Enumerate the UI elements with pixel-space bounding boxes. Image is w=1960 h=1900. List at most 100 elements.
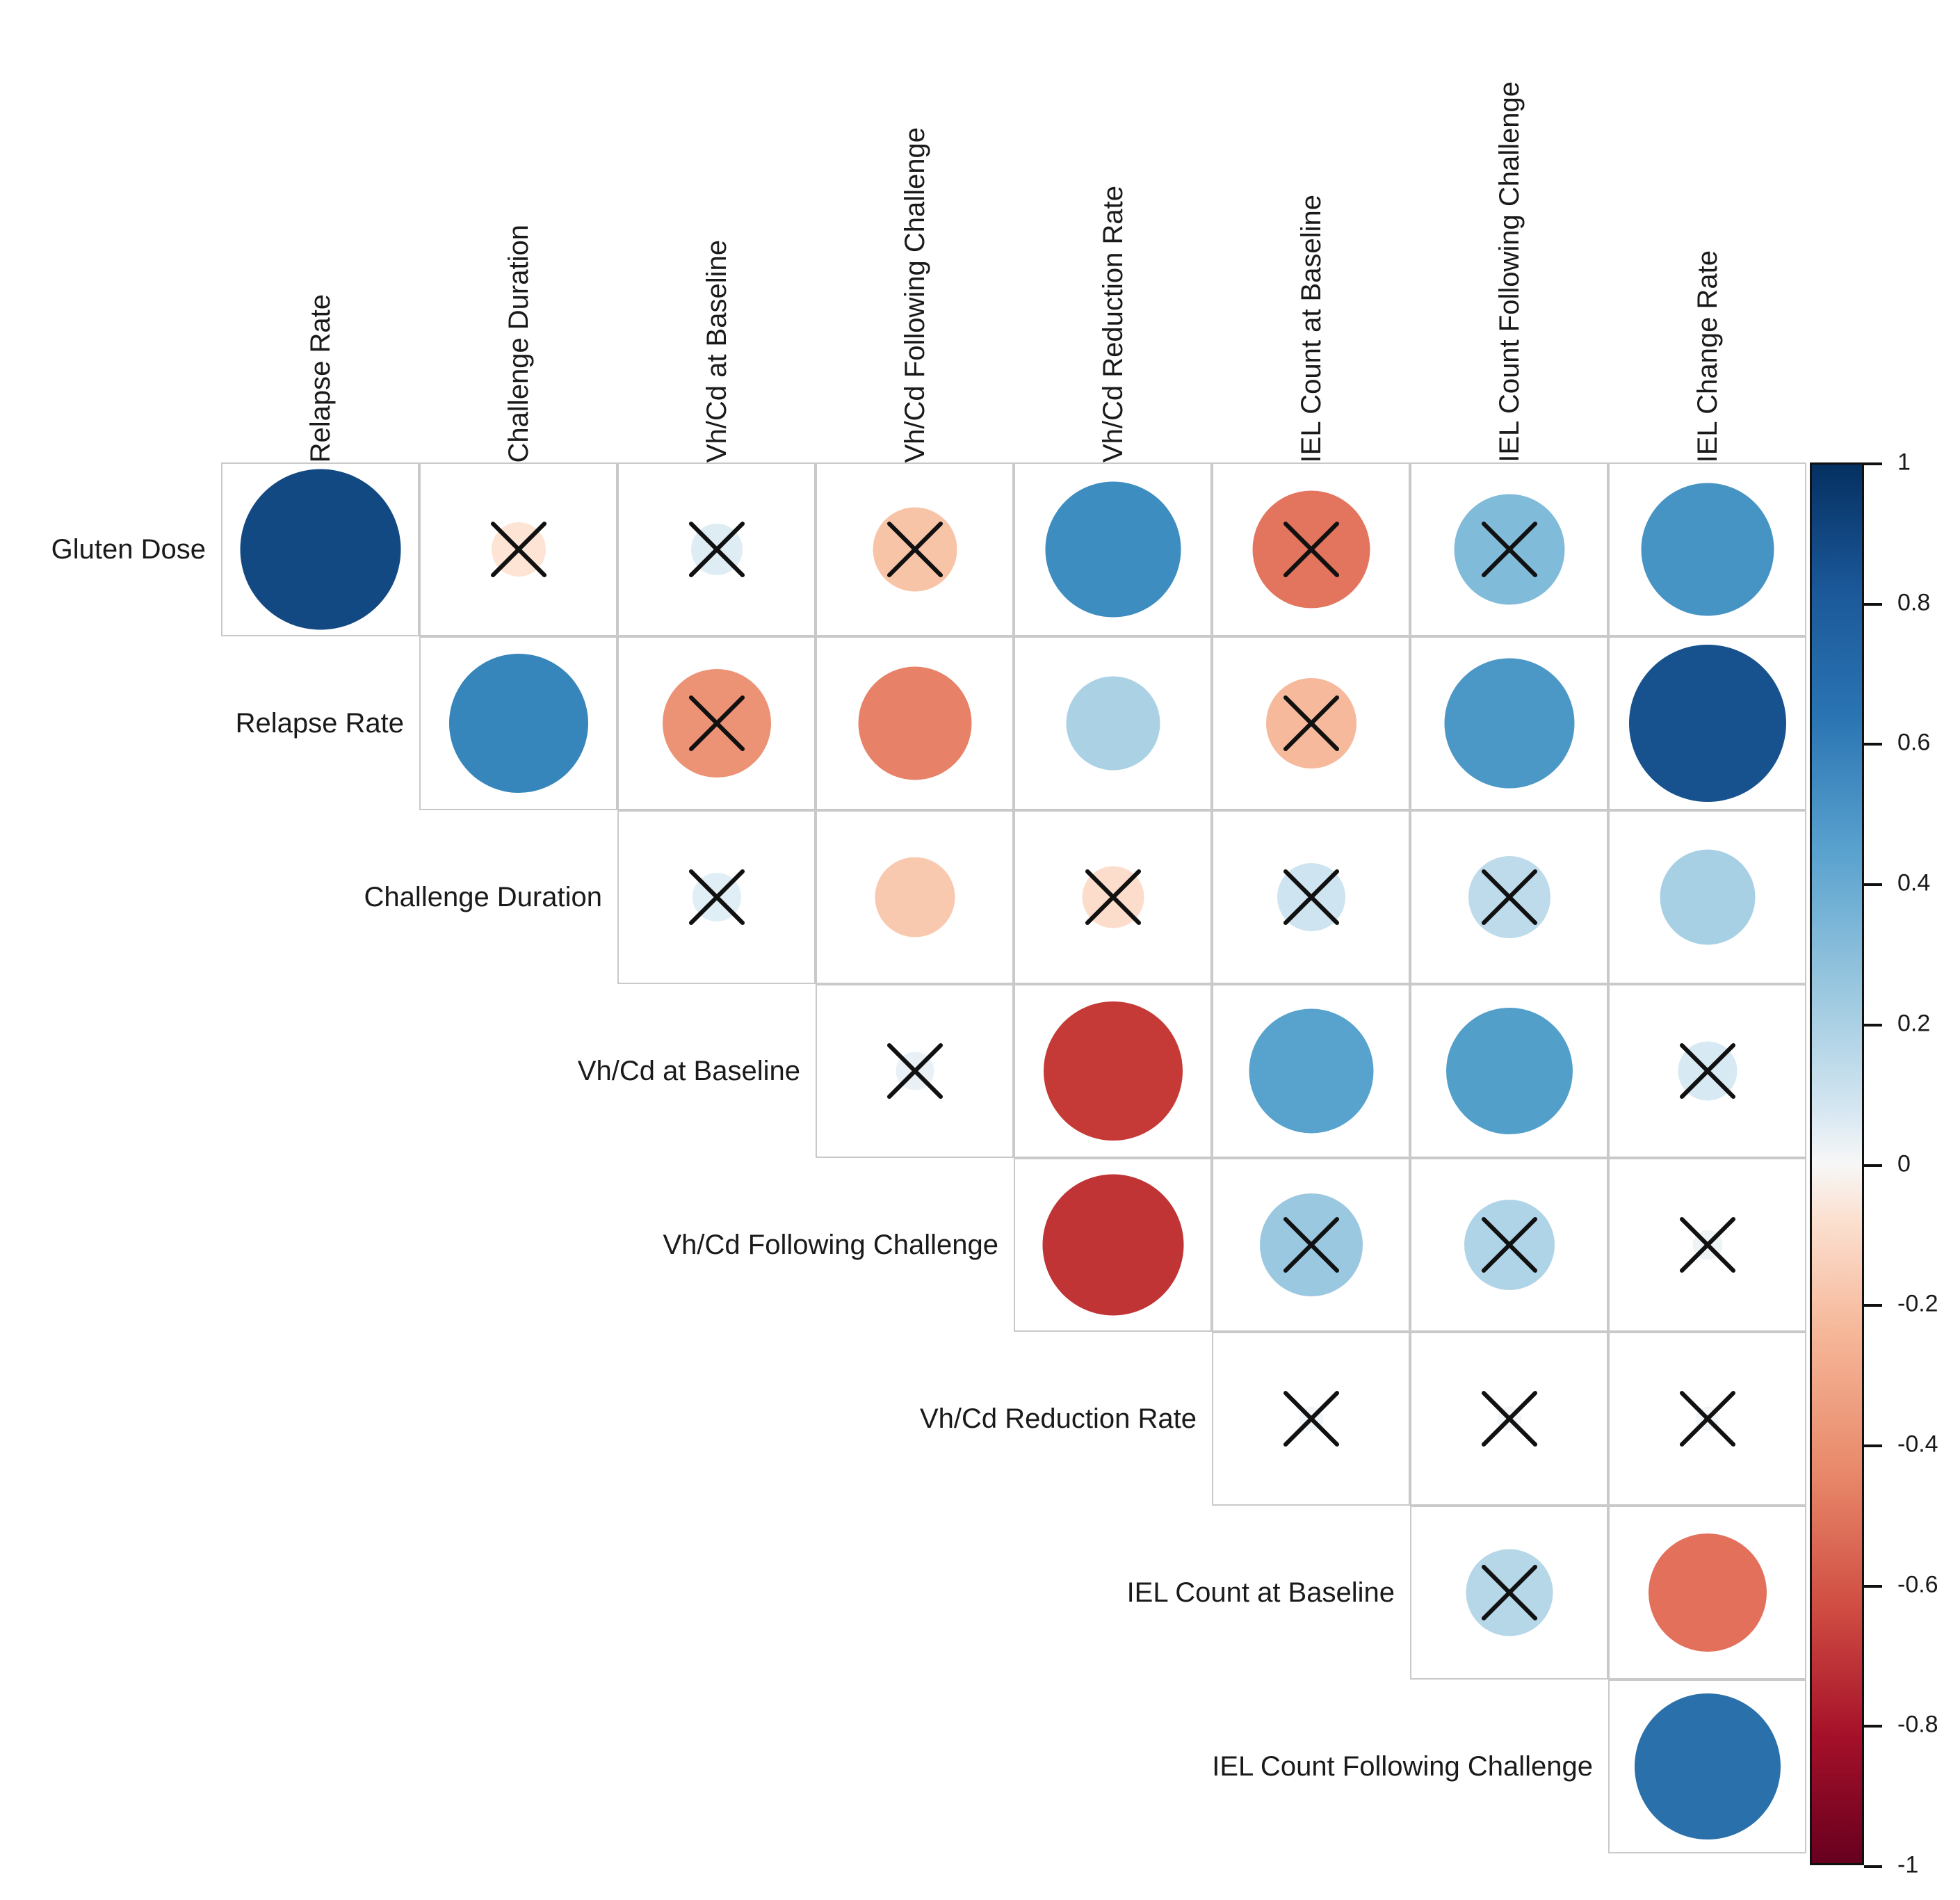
column-header-label: Vh/Cd Reduction Rate xyxy=(1097,185,1128,462)
colorbar-tick xyxy=(1864,1725,1882,1728)
correlation-circle xyxy=(1641,483,1774,616)
correlation-circle xyxy=(1045,481,1181,618)
correlation-circle xyxy=(448,654,588,793)
colorbar-tick-label: 0.8 xyxy=(1897,589,1931,616)
column-header-5: IEL Count at Baseline xyxy=(1212,17,1410,462)
correlation-circle xyxy=(1249,1008,1373,1134)
correlation-circle xyxy=(1692,1230,1722,1260)
correlation-circle xyxy=(1445,1008,1573,1134)
matrix-cell[interactable] xyxy=(1410,462,1608,636)
matrix-cell[interactable] xyxy=(816,462,1014,636)
colorbar-tick-label: -1 xyxy=(1897,1851,1919,1878)
matrix-cell[interactable] xyxy=(1014,984,1212,1158)
column-header-label: IEL Count at Baseline xyxy=(1295,194,1327,462)
colorbar-tick-label: -0.2 xyxy=(1897,1290,1938,1317)
matrix-cell[interactable] xyxy=(1608,1158,1806,1332)
matrix-cell[interactable] xyxy=(1608,810,1806,984)
matrix-cell[interactable] xyxy=(1014,462,1212,636)
colorbar-gradient xyxy=(1810,462,1864,1865)
row-label-text: Vh/Cd Following Challenge xyxy=(663,1230,999,1260)
row-label-text: IEL Count at Baseline xyxy=(1126,1577,1395,1608)
colorbar-tick-label: 0.2 xyxy=(1897,1010,1931,1037)
matrix-cell[interactable] xyxy=(617,636,816,810)
matrix-cell[interactable] xyxy=(1608,1506,1806,1680)
matrix-cell[interactable] xyxy=(1608,1680,1806,1853)
row-label-text: Gluten Dose xyxy=(51,534,206,565)
matrix-cell[interactable] xyxy=(617,810,816,984)
matrix-cell[interactable] xyxy=(1410,810,1608,984)
row-label-text: IEL Count Following Challenge xyxy=(1212,1751,1593,1782)
row-label-4: Vh/Cd Following Challenge xyxy=(0,1158,1014,1332)
column-header-label: Vh/Cd at Baseline xyxy=(701,239,732,462)
matrix-cell[interactable] xyxy=(816,984,1014,1158)
matrix-cell[interactable] xyxy=(1410,1158,1608,1332)
colorbar-tick xyxy=(1864,1023,1882,1027)
matrix-cell[interactable] xyxy=(1410,984,1608,1158)
correlation-circle xyxy=(1042,1174,1183,1316)
matrix-cell[interactable] xyxy=(816,636,1014,810)
correlation-circle xyxy=(1259,1193,1363,1296)
colorbar-tick xyxy=(1864,1584,1882,1588)
matrix-cell[interactable] xyxy=(419,462,617,636)
matrix-cell[interactable] xyxy=(1608,462,1806,636)
correlation-circle xyxy=(1497,1406,1521,1431)
matrix-cell[interactable] xyxy=(617,462,816,636)
colorbar-tick-label: 0.6 xyxy=(1897,729,1931,756)
correlation-circle xyxy=(1043,1001,1183,1141)
correlation-circle xyxy=(1634,1693,1781,1839)
correlation-circle xyxy=(662,669,771,778)
matrix-cell[interactable] xyxy=(221,462,419,636)
matrix-cell[interactable] xyxy=(1608,1332,1806,1506)
matrix-cell[interactable] xyxy=(419,636,617,810)
matrix-cell[interactable] xyxy=(1410,636,1608,810)
matrix-cell[interactable] xyxy=(1014,636,1212,810)
matrix-cell[interactable] xyxy=(1212,984,1410,1158)
matrix-cell[interactable] xyxy=(1212,462,1410,636)
matrix-cell[interactable] xyxy=(1212,636,1410,810)
correlation-circle xyxy=(1252,490,1370,609)
matrix-cell[interactable] xyxy=(1212,1158,1410,1332)
correlation-circle xyxy=(875,857,955,937)
row-label-text: Vh/Cd Reduction Rate xyxy=(919,1403,1197,1434)
matrix-cell[interactable] xyxy=(1608,984,1806,1158)
matrix-cell[interactable] xyxy=(1410,1332,1608,1506)
correlation-circle xyxy=(1277,863,1345,931)
row-label-0: Gluten Dose xyxy=(0,462,221,636)
matrix-cell[interactable] xyxy=(1410,1506,1608,1680)
matrix-cell[interactable] xyxy=(1212,810,1410,984)
correlation-circle xyxy=(1628,645,1786,802)
matrix-cell[interactable] xyxy=(816,810,1014,984)
correlation-circle xyxy=(692,873,741,921)
column-header-label: Challenge Duration xyxy=(503,224,534,462)
row-label-6: IEL Count at Baseline xyxy=(0,1506,1410,1680)
correlation-circle xyxy=(491,522,546,577)
row-label-1: Relapse Rate xyxy=(0,636,419,810)
colorbar-tick xyxy=(1864,1164,1882,1167)
row-label-text: Challenge Duration xyxy=(364,882,602,912)
column-header-3: Vh/Cd Following Challenge xyxy=(816,17,1014,463)
matrix-cell[interactable] xyxy=(1212,1332,1410,1506)
correlation-circle xyxy=(1265,678,1356,768)
correlation-circle xyxy=(240,469,400,630)
colorbar-tick xyxy=(1864,602,1882,606)
matrix-cell[interactable] xyxy=(1014,810,1212,984)
column-header-2: Vh/Cd at Baseline xyxy=(617,17,816,462)
matrix-cell[interactable] xyxy=(1608,636,1806,810)
column-header-4: Vh/Cd Reduction Rate xyxy=(1014,17,1212,462)
correlation-circle xyxy=(1082,866,1144,928)
column-header-label: IEL Count Following Challenge xyxy=(1493,81,1525,462)
column-header-7: IEL Change Rate xyxy=(1608,17,1806,462)
row-label-7: IEL Count Following Challenge xyxy=(0,1680,1608,1853)
correlation-circle xyxy=(1444,658,1574,789)
colorbar-tick-label: 0 xyxy=(1897,1150,1911,1177)
matrix-cell[interactable] xyxy=(1014,1158,1212,1332)
column-header-1: Challenge Duration xyxy=(419,17,617,462)
column-header-label: Relapse Rate xyxy=(305,293,336,462)
colorbar-tick-label: -0.8 xyxy=(1897,1711,1938,1738)
correlation-circle xyxy=(1695,1406,1719,1431)
column-header-6: IEL Count Following Challenge xyxy=(1410,17,1608,462)
correlation-circle xyxy=(896,1052,934,1090)
column-header-label: Vh/Cd Following Challenge xyxy=(899,127,930,463)
